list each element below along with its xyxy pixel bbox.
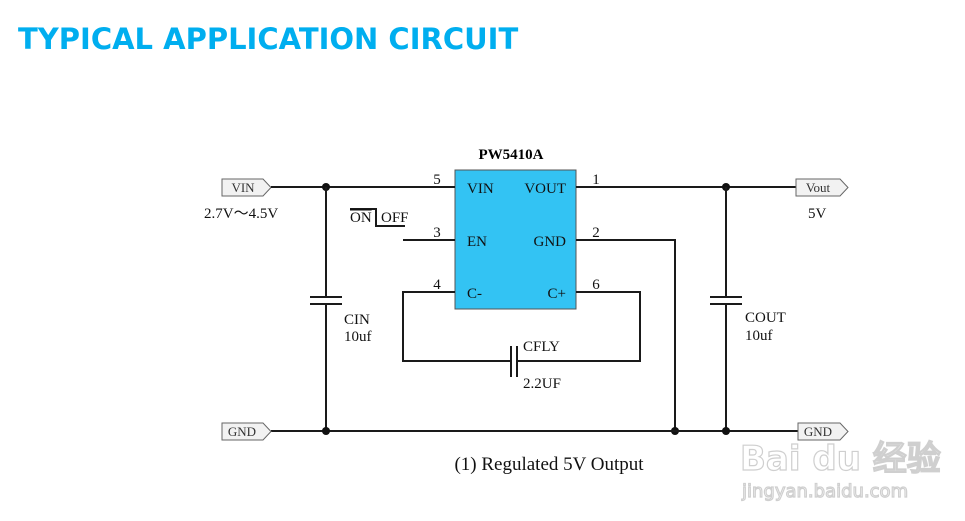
pin-number-2: 2	[592, 225, 600, 241]
cin-name: CIN	[344, 312, 370, 328]
gnd-right-port-tag: GND	[797, 422, 849, 441]
vin-range-label: 2.7V～4.5V	[204, 206, 278, 222]
ic-part-number: PW5410A	[479, 147, 544, 163]
cout-value: 10uf	[745, 328, 773, 344]
pin-number-3: 3	[433, 225, 441, 241]
cout-name: COUT	[745, 310, 786, 326]
vin-port-label: VIN	[231, 180, 255, 195]
gnd-left-port-label: GND	[228, 424, 256, 439]
ic-pin-label-vout: VOUT	[524, 181, 566, 197]
figure-caption: (1) Regulated 5V Output	[454, 454, 644, 475]
gnd-left-port-tag: GND	[221, 422, 272, 441]
page-title: TYPICAL APPLICATION CIRCUIT	[18, 22, 519, 56]
en-switch-symbol	[350, 208, 405, 227]
cfly-name: CFLY	[523, 339, 560, 355]
gnd-left-junction-dot	[322, 427, 330, 435]
pin-number-5: 5	[433, 172, 441, 188]
cout-capacitor-symbol	[710, 296, 742, 305]
cin-capacitor-symbol	[310, 296, 342, 305]
ic-pin-label-cplus: C+	[548, 286, 566, 302]
vout-port-tag: Vout	[795, 178, 849, 197]
en-off-label: OFF	[381, 210, 409, 226]
pin-number-1: 1	[592, 172, 600, 188]
ic-gnd-wire	[576, 239, 676, 431]
cfly-value: 2.2UF	[523, 376, 561, 392]
cfly-capacitor-symbol	[510, 346, 518, 377]
ic-body	[454, 169, 577, 310]
ic-pin-label-vin: VIN	[467, 181, 494, 197]
en-on-label: ON	[350, 210, 372, 226]
watermark-brand: Bai du 经验	[740, 439, 941, 479]
vout-port-label: Vout	[806, 180, 831, 195]
ic-pin-label-gnd: GND	[534, 234, 567, 250]
gnd-right-junction-dot	[722, 427, 730, 435]
pin-number-6: 6	[592, 277, 600, 293]
vout-value-label: 5V	[808, 206, 827, 222]
cin-value: 10uf	[344, 329, 372, 345]
vin-port-tag: VIN	[221, 178, 272, 197]
cfly-left-wire	[402, 291, 510, 362]
pin-number-4: 4	[433, 277, 441, 293]
watermark-url: jingyan.baidu.com	[741, 481, 908, 502]
gnd-right-port-label: GND	[804, 424, 832, 439]
cfly-right-wire	[518, 291, 641, 362]
ic-pin-label-en: EN	[467, 234, 487, 250]
ic-pin-label-cminus: C-	[467, 286, 482, 302]
